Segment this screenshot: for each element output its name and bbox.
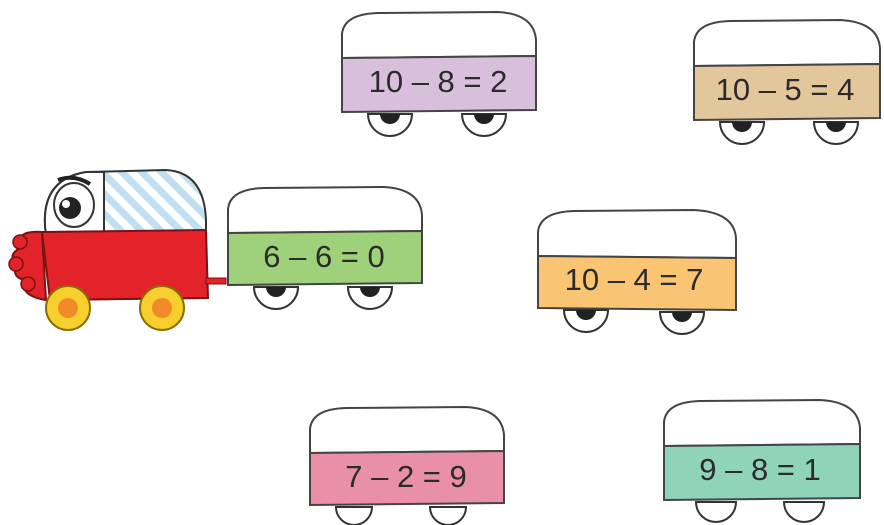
wheel-icon <box>658 311 706 335</box>
wagon-drawing <box>663 398 861 523</box>
wheel-icon <box>562 309 610 333</box>
equation-label: 7 – 2 = 9 <box>345 459 467 494</box>
engine-wheel-rear <box>139 285 185 331</box>
engine-drawing <box>8 168 227 331</box>
equation-label: 9 – 8 = 1 <box>699 452 821 487</box>
wagon-3[interactable]: 6 – 6 = 0 <box>224 185 434 310</box>
wagon-drawing <box>227 185 423 310</box>
wheel-icon <box>782 501 826 523</box>
wagon-drawing <box>341 10 537 137</box>
wagon-drawing <box>537 208 737 335</box>
wagon-drawing <box>693 18 881 145</box>
wagon-5[interactable]: 7 – 2 = 9 <box>306 405 516 525</box>
wheel-icon <box>694 501 738 523</box>
equation-label: 6 – 6 = 0 <box>263 239 385 274</box>
wagon-1[interactable]: 10 – 8 = 2 <box>338 10 548 137</box>
wagon-2[interactable]: 10 – 5 = 4 <box>690 18 884 145</box>
equation-label: 10 – 8 = 2 <box>368 64 508 99</box>
wheel-icon <box>428 506 468 525</box>
wheel-icon <box>334 506 374 525</box>
wheel-icon <box>346 286 394 310</box>
wagon-drawing <box>309 405 505 525</box>
eye-icon <box>53 175 95 228</box>
wheel-icon <box>718 121 766 145</box>
wagon-6[interactable]: 9 – 8 = 1 <box>660 398 870 523</box>
wheel-icon <box>252 286 300 310</box>
wheel-icon <box>812 121 860 145</box>
wagon-4[interactable]: 10 – 4 = 7 <box>534 208 744 335</box>
equation-label: 10 – 5 = 4 <box>715 72 855 107</box>
engine-wheel-front <box>45 285 91 331</box>
equation-label: 10 – 4 = 7 <box>564 262 704 297</box>
wheel-icon <box>460 113 508 137</box>
train-engine <box>6 160 236 340</box>
wheel-icon <box>366 113 414 137</box>
